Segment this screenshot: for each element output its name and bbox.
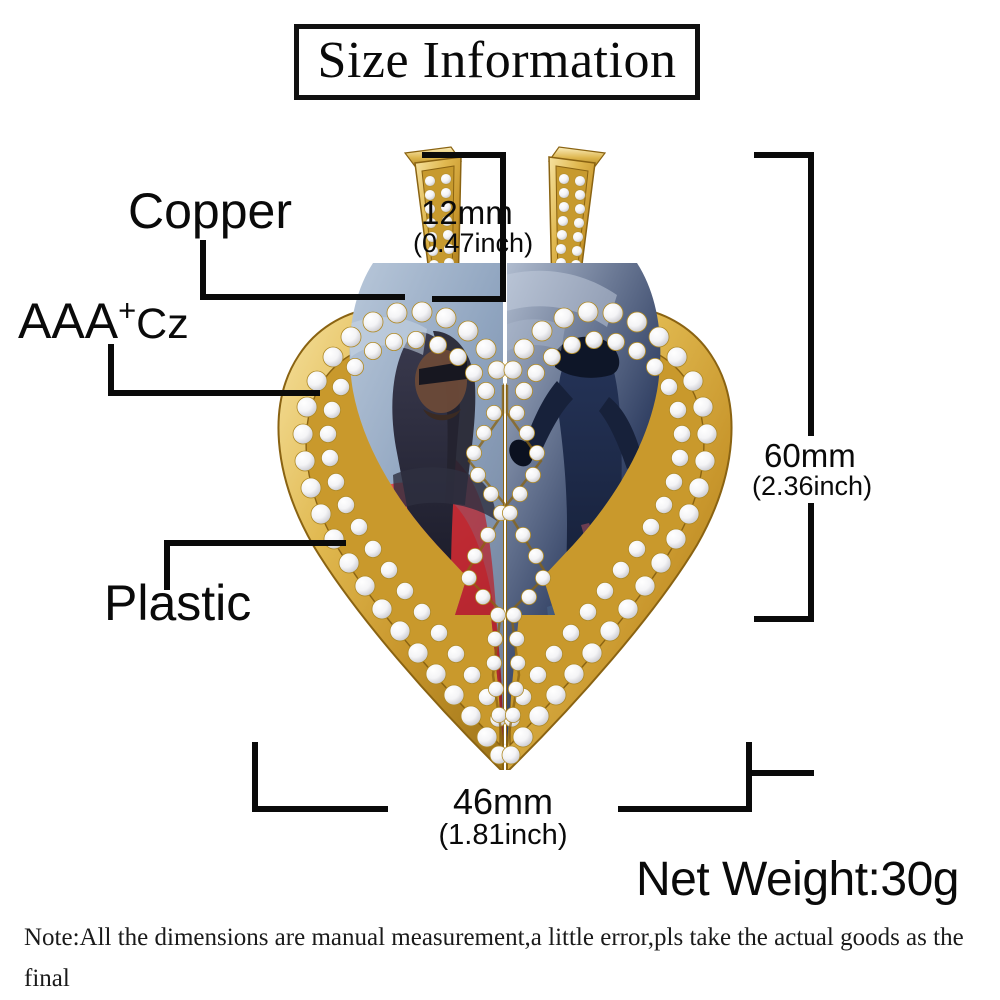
copper-leader-line-vertical bbox=[200, 240, 206, 300]
height-dimension-line bbox=[808, 152, 814, 622]
zigzag-break-line bbox=[460, 385, 551, 746]
product-image-heart-pendant bbox=[255, 145, 755, 770]
width-height-connector-line bbox=[752, 770, 814, 776]
plastic-leader-line-horizontal bbox=[164, 540, 346, 546]
heart-half-left bbox=[277, 263, 509, 770]
aaacz-leader-line-horizontal bbox=[108, 390, 320, 396]
bail-dimension-tick-top bbox=[422, 152, 506, 158]
bail-dimension-mm: 12mm bbox=[421, 194, 513, 231]
width-dimension-label: 46mm (1.81inch) bbox=[388, 781, 618, 853]
height-dimension-mm: 60mm bbox=[764, 437, 856, 474]
width-dimension-tick-left bbox=[252, 742, 258, 812]
height-dimension-tick-top bbox=[754, 152, 814, 158]
net-weight-label: Net Weight:30g bbox=[636, 853, 959, 906]
height-dimension-label: 60mm (2.36inch) bbox=[752, 436, 942, 504]
aaacz-suffix: Cz bbox=[136, 300, 189, 348]
title-box: Size Information bbox=[294, 24, 700, 100]
page-title: Size Information bbox=[317, 31, 677, 89]
material-label-copper: Copper bbox=[128, 183, 292, 239]
aaacz-leader-line-vertical bbox=[108, 344, 114, 396]
copper-leader-line-horizontal bbox=[200, 294, 405, 300]
aaacz-superscript: + bbox=[118, 292, 137, 328]
bail-dimension-label: 12mm (0.47inch) bbox=[413, 196, 603, 257]
width-dimension-tick-right bbox=[746, 742, 752, 812]
material-label-aaa-cz: AAA+Cz bbox=[18, 293, 189, 349]
material-label-plastic: Plastic bbox=[104, 575, 252, 631]
bail-dimension-line bbox=[500, 152, 506, 302]
aaacz-prefix: AAA bbox=[18, 293, 119, 349]
width-dimension-inch: (1.81inch) bbox=[438, 818, 568, 851]
measurement-note: Note:All the dimensions are manual measu… bbox=[24, 924, 964, 992]
height-dimension-inch: (2.36inch) bbox=[752, 470, 873, 501]
width-dimension-mm: 46mm bbox=[452, 781, 554, 822]
heart-half-right bbox=[501, 263, 733, 770]
bail-dimension-tick-bottom bbox=[432, 296, 506, 302]
bail-dimension-inch: (0.47inch) bbox=[413, 227, 534, 258]
plastic-leader-line-vertical bbox=[164, 540, 170, 590]
height-dimension-tick-bottom bbox=[754, 616, 814, 622]
